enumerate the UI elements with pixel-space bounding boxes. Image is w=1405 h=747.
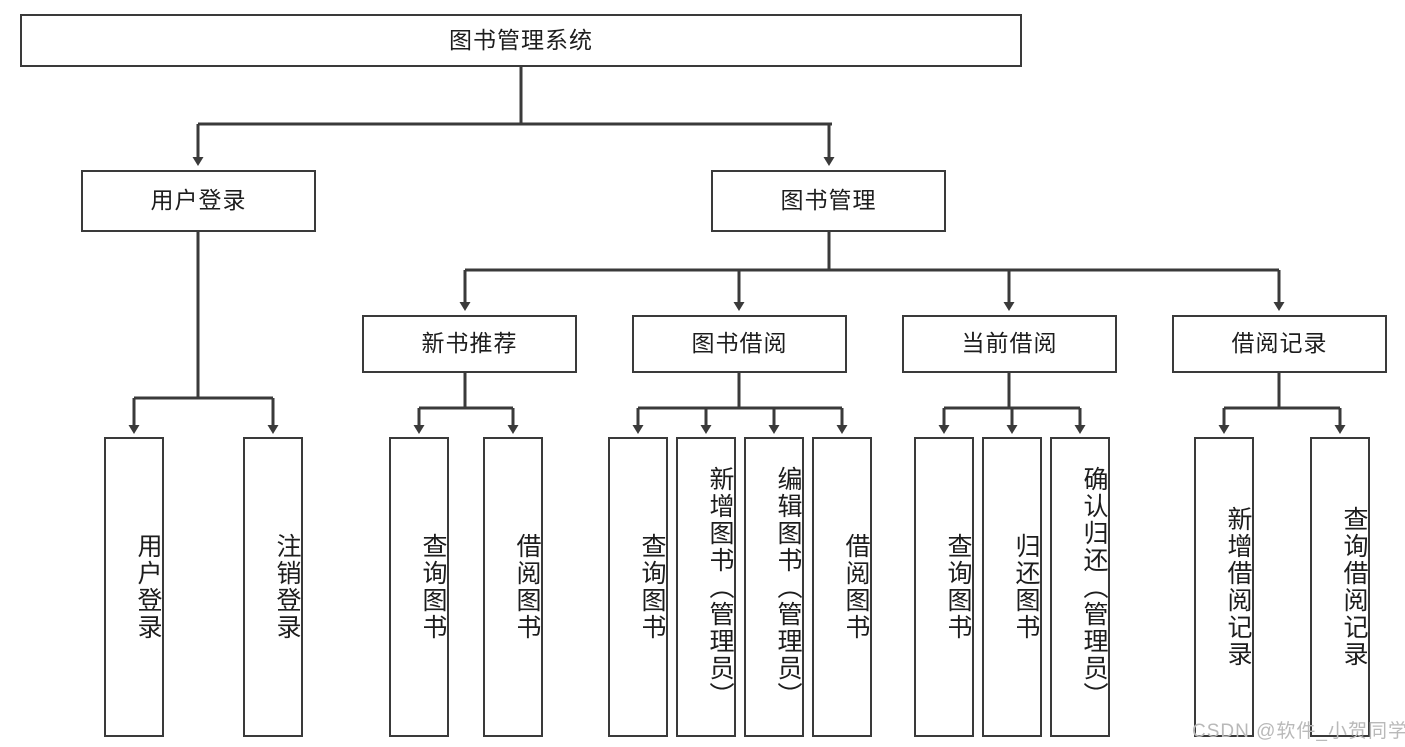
- node-label: 新增图书（管理员）: [706, 465, 734, 709]
- node-label: 确认归还（管理员）: [1080, 465, 1108, 709]
- leaf-book-borrow-add-book-admin[interactable]: 新增图书（管理员）: [676, 437, 736, 737]
- node-label: 查询图书: [944, 533, 972, 641]
- node-book-management[interactable]: 图书管理: [711, 170, 946, 232]
- leaf-borrow-record-add-record[interactable]: 新增借阅记录: [1194, 437, 1254, 737]
- node-label: 归还图书: [1012, 533, 1040, 641]
- leaf-book-borrow-query-book[interactable]: 查询图书: [608, 437, 668, 737]
- node-label: 查询借阅记录: [1340, 506, 1368, 668]
- leaf-borrow-record-query-record[interactable]: 查询借阅记录: [1310, 437, 1370, 737]
- node-label: 新书推荐: [421, 330, 518, 357]
- node-label: 用户登录: [134, 533, 162, 641]
- node-new-book-recommend[interactable]: 新书推荐: [362, 315, 577, 373]
- node-borrow-record[interactable]: 借阅记录: [1172, 315, 1387, 373]
- node-label: 编辑图书（管理员）: [774, 465, 802, 709]
- node-label: 当前借阅: [961, 330, 1058, 357]
- node-label: 借阅图书: [842, 533, 870, 641]
- leaf-new-book-borrow-book[interactable]: 借阅图书: [483, 437, 543, 737]
- node-label: 图书管理: [780, 187, 877, 214]
- node-label: 新增借阅记录: [1224, 506, 1252, 668]
- node-user-login[interactable]: 用户登录: [81, 170, 316, 232]
- leaf-user-login-login[interactable]: 用户登录: [104, 437, 164, 737]
- node-label: 用户登录: [150, 187, 247, 214]
- node-book-borrow[interactable]: 图书借阅: [632, 315, 847, 373]
- leaf-current-borrow-query-book[interactable]: 查询图书: [914, 437, 974, 737]
- node-label: 注销登录: [273, 533, 301, 641]
- leaf-current-borrow-return-book[interactable]: 归还图书: [982, 437, 1042, 737]
- leaf-book-borrow-borrow-book[interactable]: 借阅图书: [812, 437, 872, 737]
- leaf-user-login-logout[interactable]: 注销登录: [243, 437, 303, 737]
- node-root-book-management-system[interactable]: 图书管理系统: [20, 14, 1022, 67]
- csdn-watermark: CSDN @软件_小贺同学: [1192, 721, 1405, 742]
- leaf-book-borrow-edit-book-admin[interactable]: 编辑图书（管理员）: [744, 437, 804, 737]
- node-label: 查询图书: [638, 533, 666, 641]
- node-label: 图书借阅: [691, 330, 788, 357]
- node-label: 借阅图书: [513, 533, 541, 641]
- node-label: 查询图书: [419, 533, 447, 641]
- node-current-borrow[interactable]: 当前借阅: [902, 315, 1117, 373]
- node-label: 借阅记录: [1231, 330, 1328, 357]
- leaf-new-book-query-book[interactable]: 查询图书: [389, 437, 449, 737]
- leaf-current-borrow-confirm-return-admin[interactable]: 确认归还（管理员）: [1050, 437, 1110, 737]
- node-label: 图书管理系统: [449, 26, 593, 53]
